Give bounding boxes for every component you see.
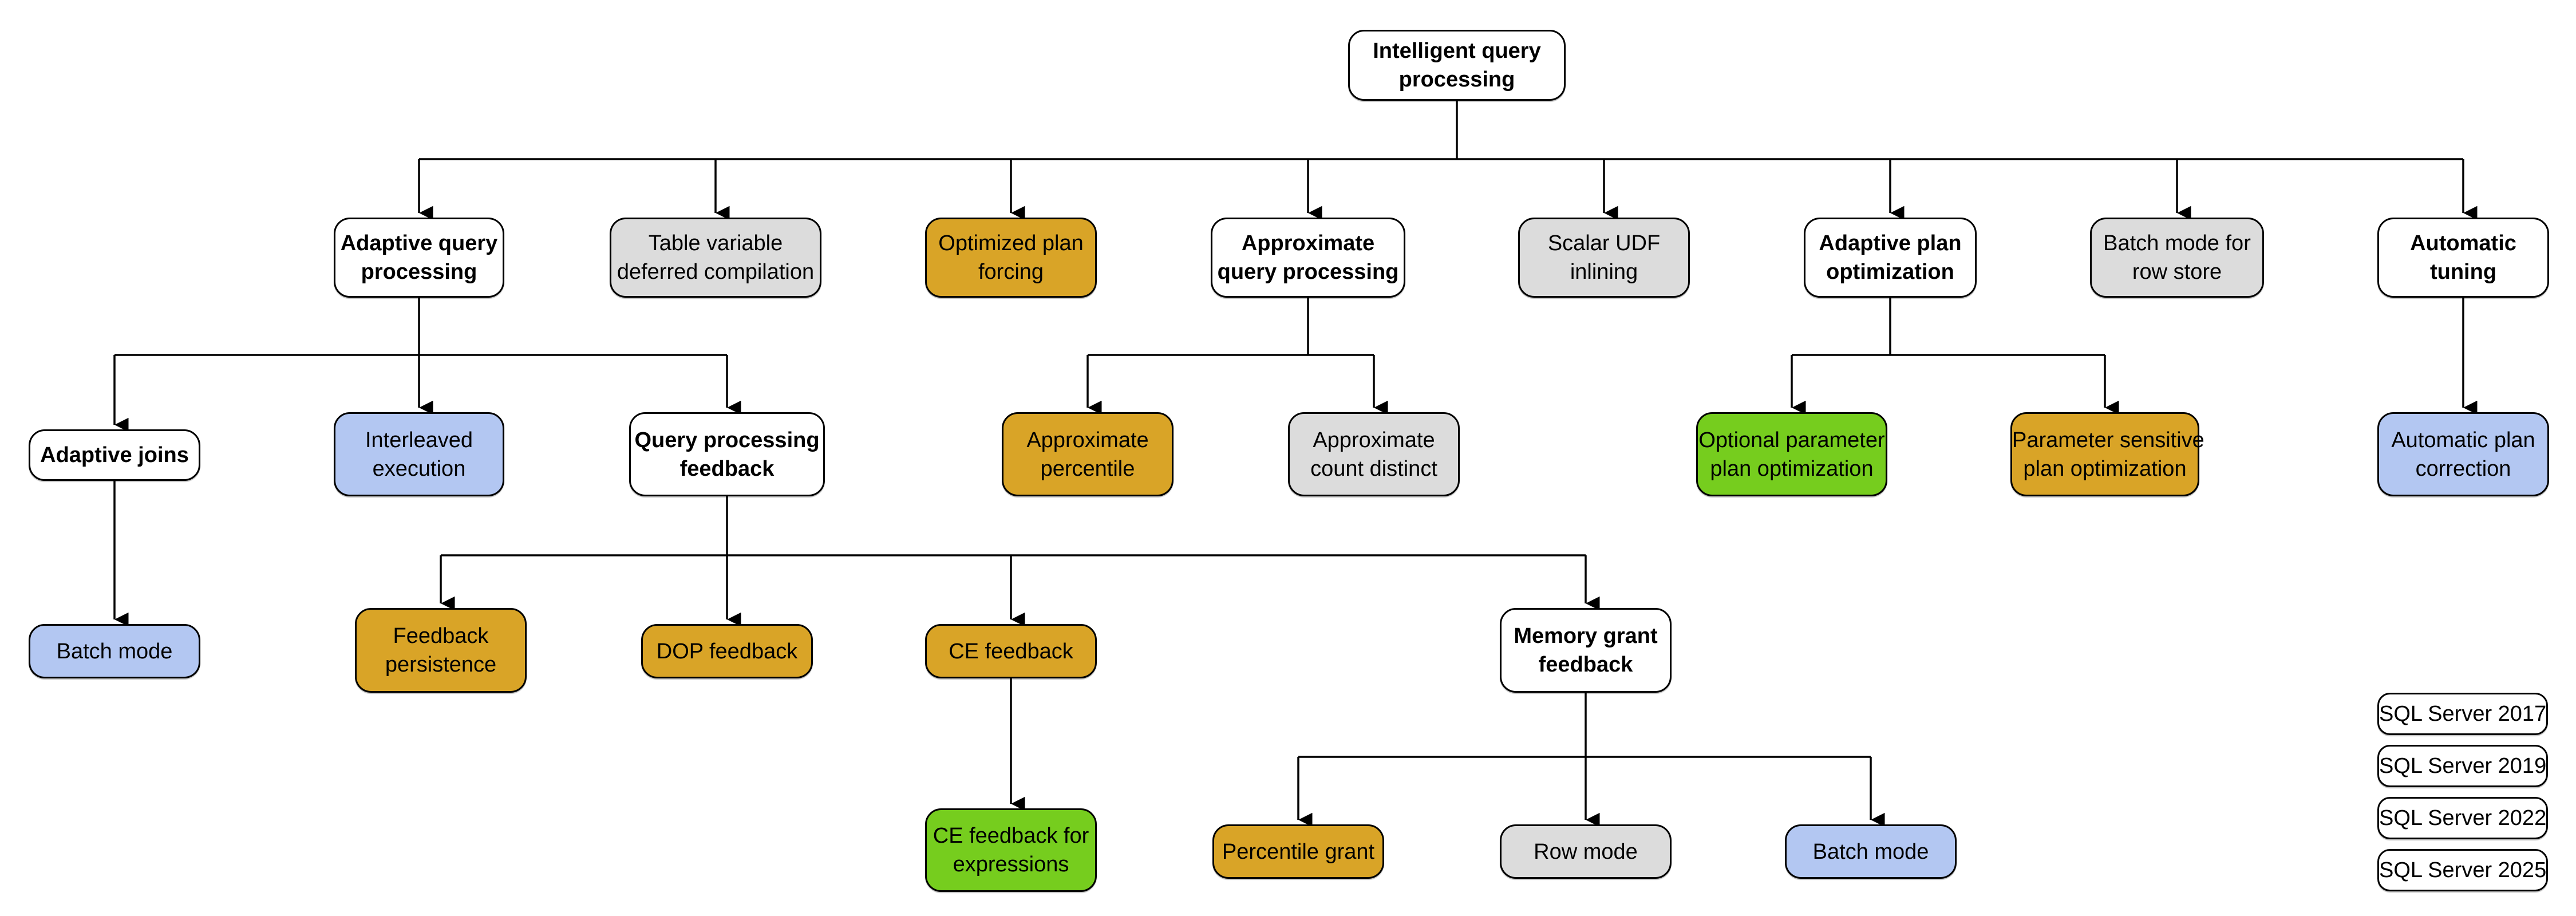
node-label: Batch mode: [56, 639, 173, 664]
node-label: Row mode: [1534, 839, 1638, 864]
legend-label: SQL Server 2025: [2379, 858, 2547, 882]
node-batch-mode-memory-grant: Batch mode: [1785, 824, 1957, 879]
node-label: Percentile grant: [1222, 839, 1375, 864]
node-label: Intelligent query processing: [1373, 39, 1541, 92]
node-label: Batch mode for row store: [2103, 231, 2251, 284]
node-label: CE feedback for expressions: [933, 824, 1089, 876]
node-label: Approximate query processing: [1217, 231, 1399, 284]
node-label: DOP feedback: [656, 639, 798, 664]
node-automatic-plan-correction: Automatic plan correction: [2377, 412, 2549, 496]
node-percentile-grant: Percentile grant: [1212, 824, 1384, 879]
node-label: Automatic plan correction: [2391, 428, 2535, 481]
node-label: Batch mode: [1812, 839, 1929, 864]
node-batch-mode-adaptive-joins: Batch mode: [29, 624, 200, 678]
node-label: Adaptive plan optimization: [1819, 231, 1962, 284]
node-scalar-udf-inlining: Scalar UDF inlining: [1518, 218, 1690, 298]
node-adaptive-joins: Adaptive joins: [29, 429, 200, 481]
node-row-mode: Row mode: [1500, 824, 1672, 879]
node-query-processing-feedback: Query processing feedback: [629, 412, 825, 496]
node-label: Table variable deferred compilation: [617, 231, 815, 284]
node-optimized-plan-forcing: Optimized plan forcing: [925, 218, 1097, 298]
node-label: Automatic tuning: [2410, 231, 2516, 284]
node-adaptive-query-processing: Adaptive query processing: [334, 218, 504, 298]
legend-label: SQL Server 2017: [2379, 701, 2547, 726]
legend-sql-server-2019: SQL Server 2019: [2377, 745, 2548, 787]
node-automatic-tuning: Automatic tuning: [2377, 218, 2549, 298]
node-label: Optimized plan forcing: [938, 231, 1084, 284]
legend-sql-server-2025: SQL Server 2025: [2377, 849, 2548, 891]
node-label: Adaptive joins: [40, 443, 189, 467]
node-ce-feedback: CE feedback: [925, 624, 1097, 678]
node-approximate-query-processing: Approximate query processing: [1211, 218, 1405, 298]
node-parameter-sensitive-plan-optimization: Parameter sensitive plan optimization: [2010, 412, 2204, 496]
node-intelligent-query-processing: Intelligent query processing: [1348, 30, 1566, 101]
node-label: Approximate count distinct: [1310, 428, 1437, 481]
node-label: Parameter sensitive plan optimization: [2012, 428, 2204, 481]
node-batch-mode-for-row-store: Batch mode for row store: [2090, 218, 2264, 298]
node-adaptive-plan-optimization: Adaptive plan optimization: [1804, 218, 1977, 298]
node-label: Memory grant feedback: [1514, 624, 1658, 677]
node-interleaved-execution: Interleaved execution: [334, 412, 504, 496]
node-ce-feedback-for-expressions: CE feedback for expressions: [925, 808, 1097, 892]
legend-label: SQL Server 2019: [2379, 753, 2547, 778]
node-optional-parameter-plan-optimization: Optional parameter plan optimization: [1696, 412, 1887, 496]
legend-sql-server-2017: SQL Server 2017: [2377, 693, 2548, 735]
legend-sql-server-2022: SQL Server 2022: [2377, 797, 2548, 839]
node-label: Scalar UDF inlining: [1547, 231, 1661, 284]
node-table-variable-deferred-compilation: Table variable deferred compilation: [610, 218, 821, 298]
node-approximate-count-distinct: Approximate count distinct: [1288, 412, 1460, 496]
legend-label: SQL Server 2022: [2379, 806, 2547, 830]
node-label: Interleaved execution: [365, 428, 473, 481]
node-label: CE feedback: [949, 639, 1073, 664]
node-label: Query processing feedback: [634, 428, 820, 481]
node-dop-feedback: DOP feedback: [641, 624, 813, 678]
node-label: Approximate percentile: [1026, 428, 1149, 481]
node-label: Feedback persistence: [385, 624, 497, 677]
node-approximate-percentile: Approximate percentile: [1002, 412, 1174, 496]
node-feedback-persistence: Feedback persistence: [355, 608, 527, 693]
node-memory-grant-feedback: Memory grant feedback: [1500, 608, 1672, 693]
node-label: Optional parameter plan optimization: [1698, 428, 1885, 481]
node-label: Adaptive query processing: [340, 231, 498, 284]
